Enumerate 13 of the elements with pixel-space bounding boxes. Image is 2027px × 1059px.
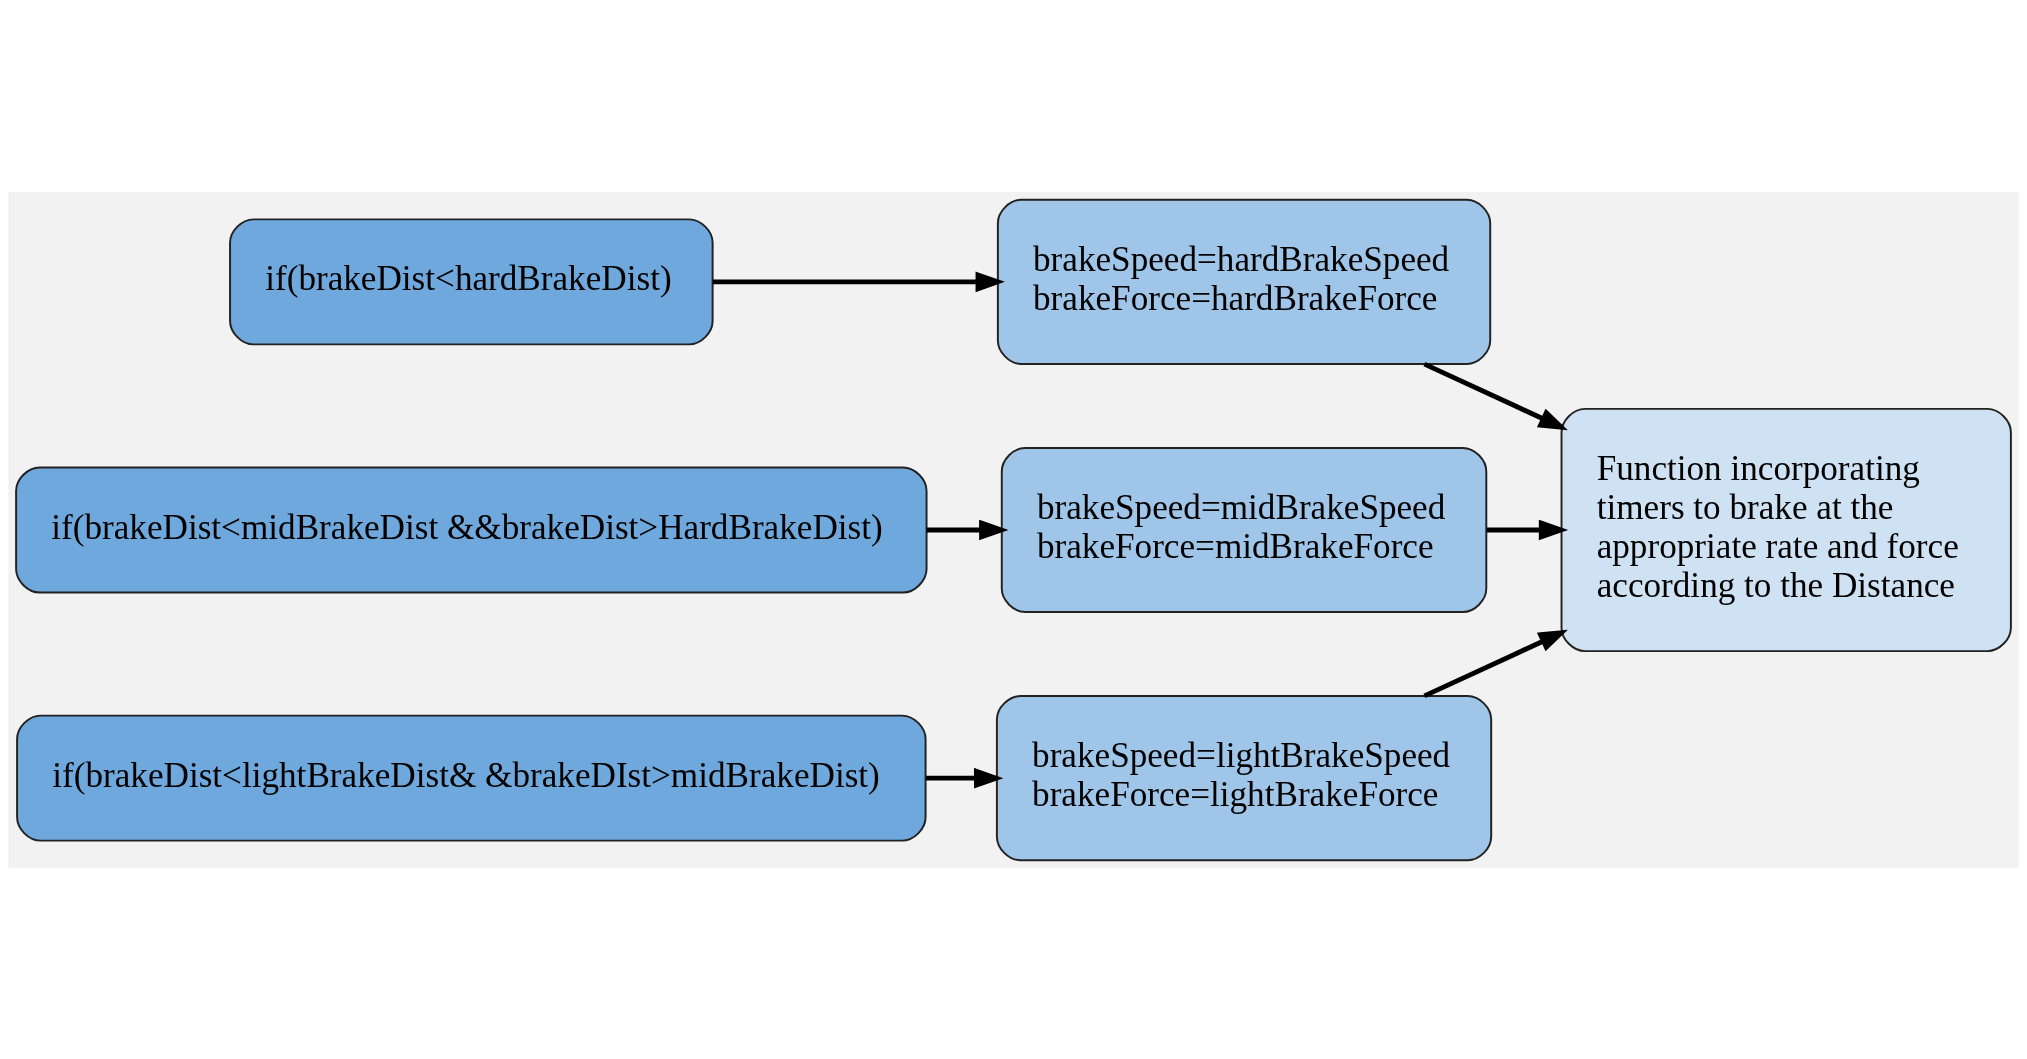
node-box: if(brakeDist<midBrakeDist &&brakeDist>HardBrakeDist) [15,466,928,593]
arrow [1486,519,1569,540]
node-box: if(brakeDist<hardBrakeDist) [229,217,714,345]
node-box: Function incorporating timers to brake at the appropriate rate and force according to the Distance [1560,407,2012,652]
arrow [1423,361,1568,430]
node-box: brakeSpeed=lightBrakeSpeed brakeForce=lightBrakeForce [995,694,1493,861]
node-box: if(brakeDist<lightBrakeDist& &brakeDIst>midBrakeDist) [16,714,927,842]
arrow [712,271,1005,292]
arrow [1423,629,1568,698]
node-box: brakeSpeed=hardBrakeSpeed brakeForce=hardBrakeForce [996,198,1492,365]
node-box: brakeSpeed=midBrakeSpeed brakeForce=midBrakeForce [1000,446,1488,613]
arrow [926,767,1004,788]
arrow [926,519,1009,540]
